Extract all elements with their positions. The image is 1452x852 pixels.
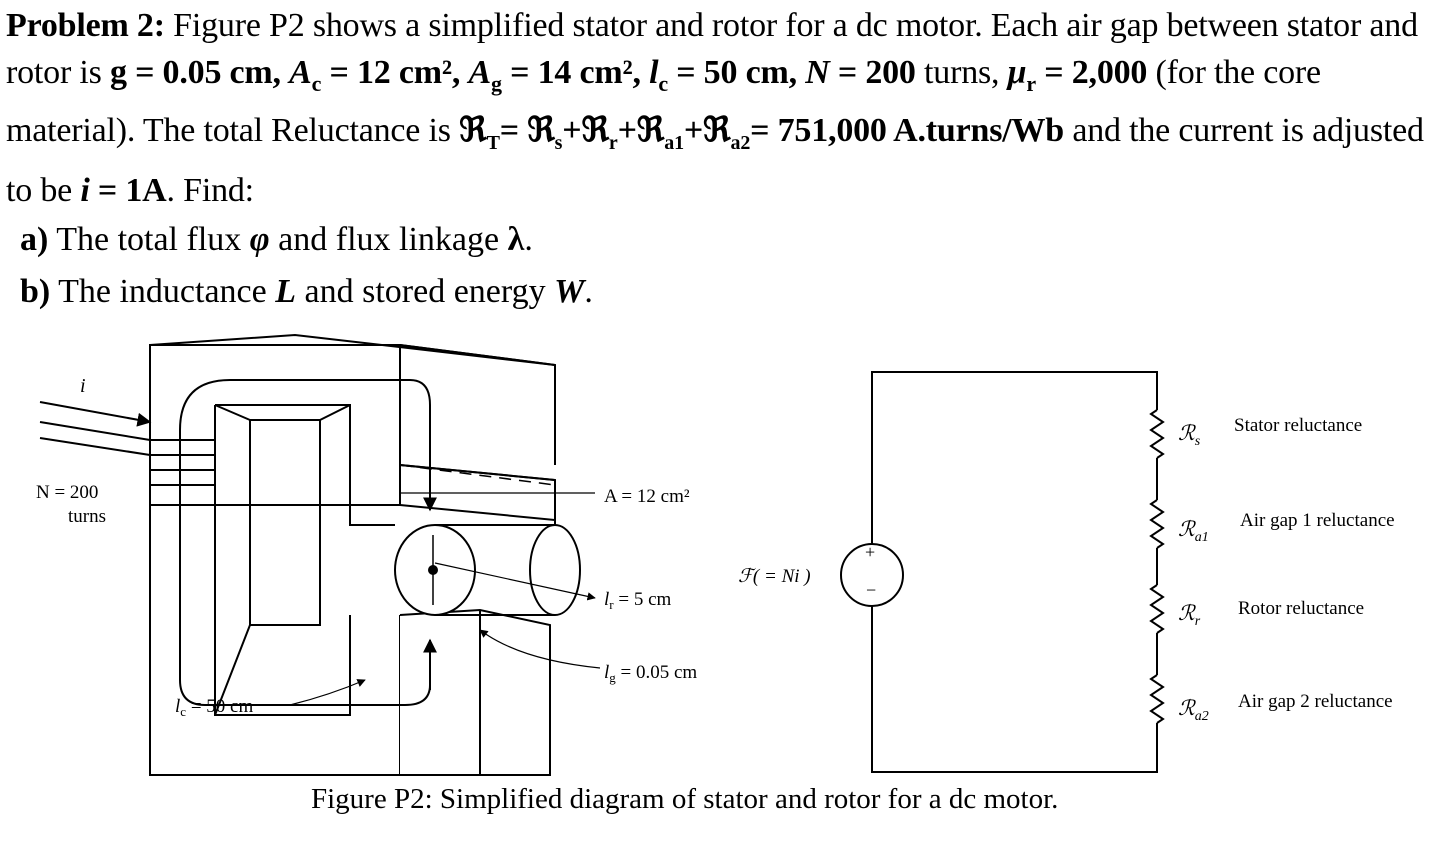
plus-sign: + (865, 542, 875, 562)
ac-label: A = 12 cm² (604, 486, 690, 507)
core-text: (for the core material). The total Reluc… (6, 54, 1321, 149)
find-text: . Find: (166, 171, 255, 209)
lr-label: lr = 5 cm (604, 589, 672, 612)
question-parts: a) The total flux φ and flux linkage λ. … (20, 214, 593, 318)
figure-caption: Figure P2: Simplified diagram of stator … (311, 783, 1059, 815)
gap1-reluctance-label: Air gap 1 reluctance (1240, 510, 1395, 531)
n-label: N = 200 (36, 482, 98, 503)
problem-intro: Figure P2 shows a simplified stator and … (6, 7, 1418, 91)
part-a: a) The total flux φ and flux linkage λ. (20, 221, 533, 258)
coil-windings (39, 401, 215, 486)
gap-length: g = 0.05 cm, (109, 54, 290, 91)
dashed-edge (399, 464, 556, 486)
rotor-reluctance-label: Rotor reluctance (1238, 598, 1364, 619)
problem-statement: Problem 2: Figure P2 shows a simplified … (6, 7, 1424, 209)
rotor (394, 524, 581, 616)
current-text: and the current is adjusted to be (6, 111, 1424, 209)
current-symbol: i (80, 171, 90, 209)
turns-symbol: N (805, 54, 830, 91)
turns-value: = 200 (829, 54, 916, 91)
core-length-symbol: l (649, 54, 659, 91)
mmf-label: ℱ( = Ni ) (738, 566, 811, 587)
problem-heading: Problem 2: (6, 7, 165, 44)
leader-lines (289, 492, 601, 706)
area-gap-symbol: A (468, 54, 492, 91)
current-value: = 1A (89, 171, 167, 209)
mu-symbol: μ (1007, 54, 1027, 91)
area-gap-value: = 14 cm², (501, 54, 650, 91)
current-label: i (80, 375, 86, 397)
reluctance-expression: ℜT= ℜs+ℜr+ℜa1+ℜa2= 751,000 A.turns/Wb (459, 111, 1065, 154)
core-length-value: = 50 cm, (667, 54, 806, 91)
stator-core (149, 333, 556, 776)
flux-path-lower (179, 430, 431, 706)
ra1-label: ℛa1 (1178, 517, 1209, 545)
lg-label: lg = 0.05 cm (604, 662, 697, 685)
stator-reluctance-label: Stator reluctance (1234, 415, 1362, 436)
minus-sign: − (866, 580, 876, 600)
turns-label: turns (68, 506, 106, 527)
turns-text: turns, (915, 54, 1008, 91)
mu-value: = 2,000 (1035, 54, 1148, 91)
area-core-symbol: A (289, 54, 312, 91)
gap2-reluctance-label: Air gap 2 reluctance (1238, 691, 1393, 712)
equivalent-circuit (840, 371, 1165, 773)
lc-label: lc = 50 cm (175, 696, 253, 719)
rs-label: ℛs (1178, 421, 1201, 449)
rr-label: ℛr (1178, 601, 1201, 629)
figure-p2: i N = 200 turns A = 12 cm² lr = 5 cm lg … (36, 333, 1395, 776)
ra2-label: ℛa2 (1178, 696, 1209, 724)
flux-path-upper (179, 379, 437, 512)
mmf-source (840, 543, 904, 607)
area-core-value: = 12 cm², (321, 54, 469, 91)
part-b: b) The inductance L and stored energy W. (20, 273, 593, 310)
